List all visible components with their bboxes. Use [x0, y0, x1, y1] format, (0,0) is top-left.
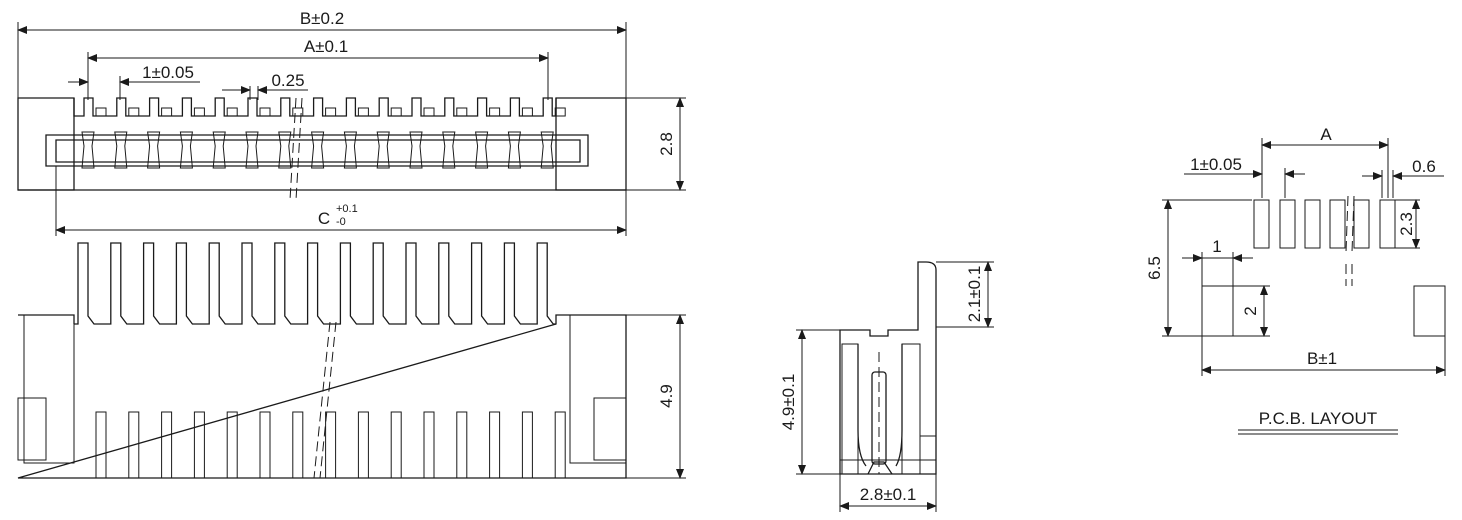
- top-view-contact: [311, 131, 325, 169]
- pcb-signal-pad: [1379, 199, 1396, 249]
- top-view-contact-row: [81, 131, 554, 169]
- top-view-tooth: [193, 107, 205, 117]
- front-view-body: [17, 314, 627, 479]
- pcb-signal-pad: [1329, 199, 1346, 249]
- front-view-slot: [292, 411, 304, 478]
- top-view-tooth: [259, 107, 271, 117]
- pcb-dim-a-label: A: [1320, 125, 1332, 144]
- pcb-dim-tab-width-label: 1: [1212, 237, 1221, 256]
- top-view-contact: [278, 131, 292, 169]
- front-view-slot: [456, 411, 468, 478]
- top-view-contact: [540, 131, 554, 169]
- front-view-slot: [554, 411, 566, 478]
- pcb-layout: A 1±0.05 0.6 2.3 6.5 1 2: [1145, 125, 1446, 435]
- front-view-slot: [521, 411, 533, 478]
- dim-pitch-label: 1±0.05: [142, 63, 194, 82]
- top-view-contact: [212, 131, 226, 169]
- pcb-right-mount-pad: [1413, 285, 1446, 337]
- side-view-outline: [839, 261, 937, 475]
- top-view-tooth: [456, 107, 468, 117]
- front-view-slot: [423, 411, 435, 478]
- top-view-contact: [114, 131, 128, 169]
- front-dim-height-label: 4.9: [657, 384, 676, 408]
- top-view-tooth: [489, 107, 501, 117]
- pcb-layout-caption: P.C.B. LAYOUT: [1259, 409, 1377, 428]
- top-view-contact: [147, 131, 161, 169]
- dim-c-tol-plus: +0.1: [336, 203, 358, 215]
- pcb-signal-pad: [1353, 199, 1370, 249]
- pcb-dim-pad-width-label: 0.6: [1412, 157, 1436, 176]
- top-view-tooth: [423, 107, 435, 117]
- dim-c-label: C: [318, 209, 330, 228]
- front-view-slot: [259, 411, 271, 478]
- top-view-tooth: [95, 107, 107, 117]
- top-view-contact: [442, 131, 456, 169]
- front-view-slot: [489, 411, 501, 478]
- front-view-slot: [357, 411, 369, 478]
- top-view-contact: [475, 131, 489, 169]
- front-view-slot: [128, 411, 140, 478]
- dim-pin-width-label: 0.25: [271, 71, 304, 90]
- side-dim-tail-label: 2.1±0.1: [965, 266, 984, 323]
- top-view-contact: [409, 131, 423, 169]
- pcb-signal-pads: [1253, 199, 1396, 249]
- pcb-dim-pad-length-label: 2.3: [1397, 212, 1416, 236]
- side-dim-height-label: 4.9±0.1: [779, 374, 798, 431]
- pcb-left-mount-pad: [1201, 285, 1234, 337]
- top-view: B±0.2 A±0.1 1±0.05 0.25 2.8 C +0.1 -0: [17, 9, 686, 236]
- dim-height-label: 2.8: [657, 132, 676, 156]
- dim-a-label: A±0.1: [304, 37, 348, 56]
- top-view-tooth: [521, 107, 533, 117]
- front-view-slots: [95, 411, 566, 478]
- top-view-tooth: [226, 107, 238, 117]
- top-view-tooth: [554, 107, 566, 117]
- front-view-slot: [193, 411, 205, 478]
- top-view-contact: [81, 131, 95, 169]
- side-view: 4.9±0.1 2.1±0.1 2.8±0.1: [779, 261, 994, 512]
- top-view-contact: [376, 131, 390, 169]
- front-view-slot: [325, 411, 337, 478]
- top-view-contact: [179, 131, 193, 169]
- pcb-dim-pitch-label: 1±0.05: [1190, 155, 1242, 174]
- top-view-tooth: [292, 107, 304, 117]
- top-view-inner-frame: [45, 134, 589, 167]
- front-view-slot: [226, 411, 238, 478]
- top-view-contact: [343, 131, 357, 169]
- top-view-tooth: [357, 107, 369, 117]
- top-view-contact: [245, 131, 259, 169]
- front-view-slot: [95, 411, 107, 478]
- pcb-dim-overall-label: 6.5: [1145, 256, 1164, 280]
- side-dim-width-label: 2.8±0.1: [860, 485, 917, 504]
- dim-c-tol-minus: -0: [336, 216, 346, 228]
- front-view: 4.9: [17, 242, 686, 479]
- front-view-pin-tails: [74, 242, 556, 325]
- top-view-contact: [507, 131, 521, 169]
- top-view-tooth-profile: [73, 97, 557, 117]
- dim-b-label: B±0.2: [300, 9, 344, 28]
- top-view-tooth: [325, 107, 337, 117]
- front-view-pin-profile: [74, 242, 556, 325]
- pcb-signal-pad: [1304, 199, 1321, 249]
- front-view-slot: [390, 411, 402, 478]
- pcb-dim-b-label: B±1: [1307, 349, 1337, 368]
- top-view-tooth: [390, 107, 402, 117]
- pcb-signal-pad: [1279, 199, 1296, 249]
- front-view-slot: [161, 411, 173, 478]
- top-view-contact-teeth: [73, 97, 566, 117]
- pcb-dim-tab-height-label: 2: [1241, 306, 1260, 315]
- top-view-tooth: [128, 107, 140, 117]
- pcb-signal-pad: [1253, 199, 1270, 249]
- top-view-tooth: [161, 107, 173, 117]
